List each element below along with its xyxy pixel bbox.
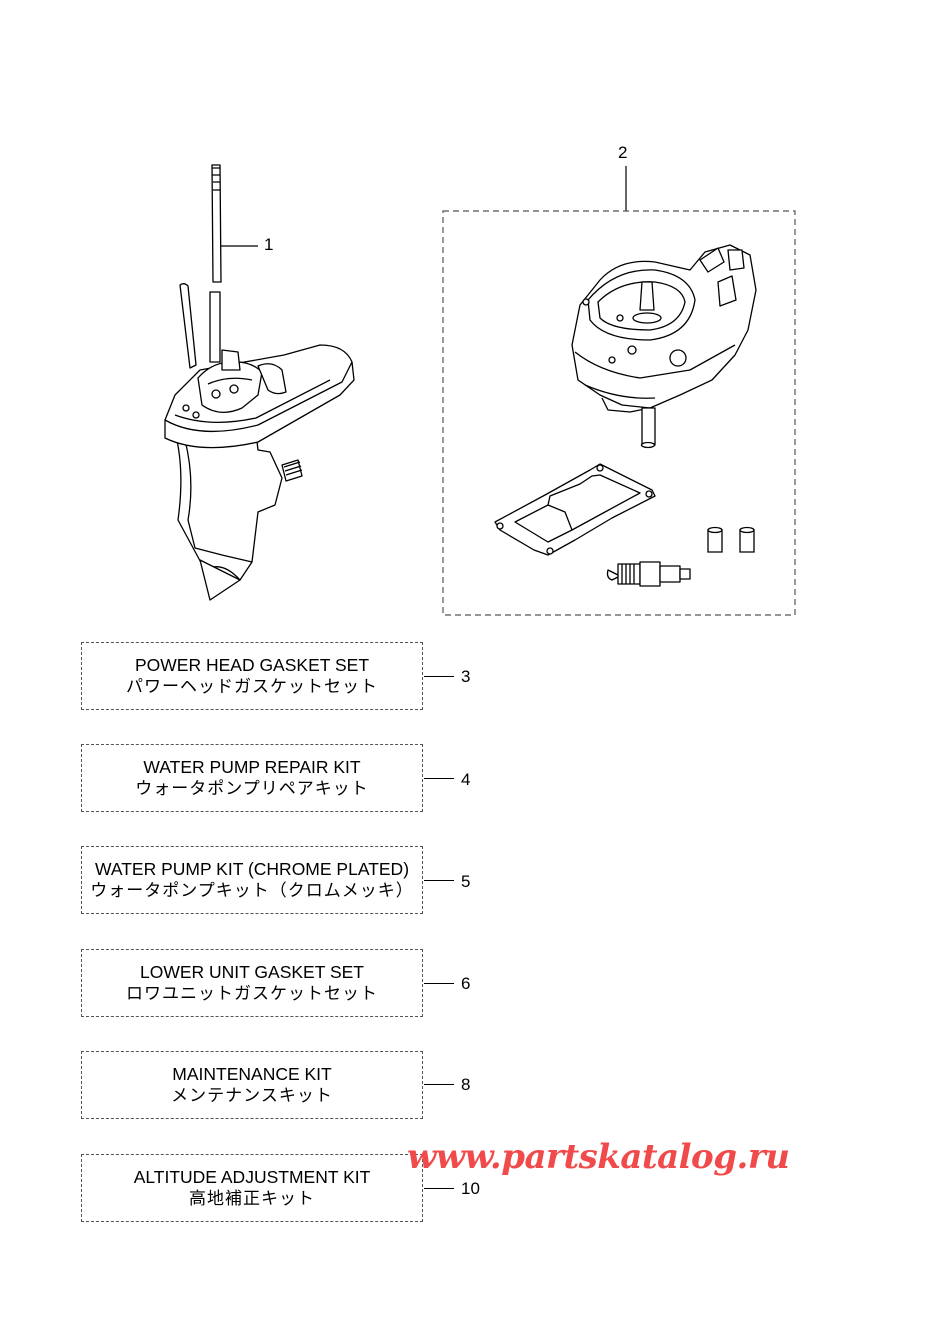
kit-name-jp: メンテナンスキット xyxy=(171,1085,333,1106)
callout-8: 8 xyxy=(461,1075,471,1094)
watermark: www.partskatalog.ru xyxy=(407,1137,790,1177)
kit-name-en: LOWER UNIT GASKET SET xyxy=(140,961,364,982)
dowel-pins-illustration xyxy=(707,526,755,553)
power-head-illustration xyxy=(571,244,757,449)
callout-10: 10 xyxy=(461,1179,480,1198)
callout-5: 5 xyxy=(461,872,471,891)
power-head-kit-box xyxy=(442,210,796,616)
gasket-illustration xyxy=(494,463,656,556)
kit-name-jp: ロワユニットガスケットセット xyxy=(126,983,378,1004)
kit-box-altitude-adjustment-kit: ALTITUDE ADJUSTMENT KIT 高地補正キット xyxy=(81,1154,423,1222)
kit-box-water-pump-kit-chrome-plated: WATER PUMP KIT (CHROME PLATED) ウォータポンプキッ… xyxy=(81,846,423,914)
callout-1: 1 xyxy=(264,235,274,254)
kit-5-leader xyxy=(424,880,454,881)
kit-box-water-pump-repair-kit: WATER PUMP REPAIR KIT ウォータポンプリペアキット xyxy=(81,744,423,812)
kit-3-leader xyxy=(424,676,454,677)
kit-box-maintenance-kit: MAINTENANCE KIT メンテナンスキット xyxy=(81,1051,423,1119)
kit-8-leader xyxy=(424,1084,454,1085)
callout-2: 2 xyxy=(618,143,628,162)
kit-box-power-head-gasket-set: POWER HEAD GASKET SET パワーヘッドガスケットセット xyxy=(81,642,423,710)
kit-name-jp: ウォータポンプリペアキット xyxy=(135,778,369,799)
kit-name-en: ALTITUDE ADJUSTMENT KIT xyxy=(133,1166,371,1187)
kit-6-leader xyxy=(424,983,454,984)
kit-name-en: WATER PUMP KIT (CHROME PLATED) xyxy=(94,858,410,879)
kit-4-leader xyxy=(424,778,454,779)
kit-name-en: WATER PUMP REPAIR KIT xyxy=(143,756,361,777)
lower-unit-illustration xyxy=(164,164,355,601)
kit-name-en: MAINTENANCE KIT xyxy=(172,1063,332,1084)
callout-6: 6 xyxy=(461,974,471,993)
callout-4: 4 xyxy=(461,770,471,789)
kit-box-lower-unit-gasket-set: LOWER UNIT GASKET SET ロワユニットガスケットセット xyxy=(81,949,423,1017)
kit-name-jp: 高地補正キット xyxy=(189,1188,315,1209)
spark-plug-illustration xyxy=(606,561,691,587)
kit-10-leader xyxy=(424,1188,454,1189)
callout-3: 3 xyxy=(461,667,471,686)
kit-name-jp: ウォータポンプキット（クロムメッキ） xyxy=(90,880,414,901)
kit-name-en: POWER HEAD GASKET SET xyxy=(134,654,370,675)
kit-name-jp: パワーヘッドガスケットセット xyxy=(126,676,378,697)
